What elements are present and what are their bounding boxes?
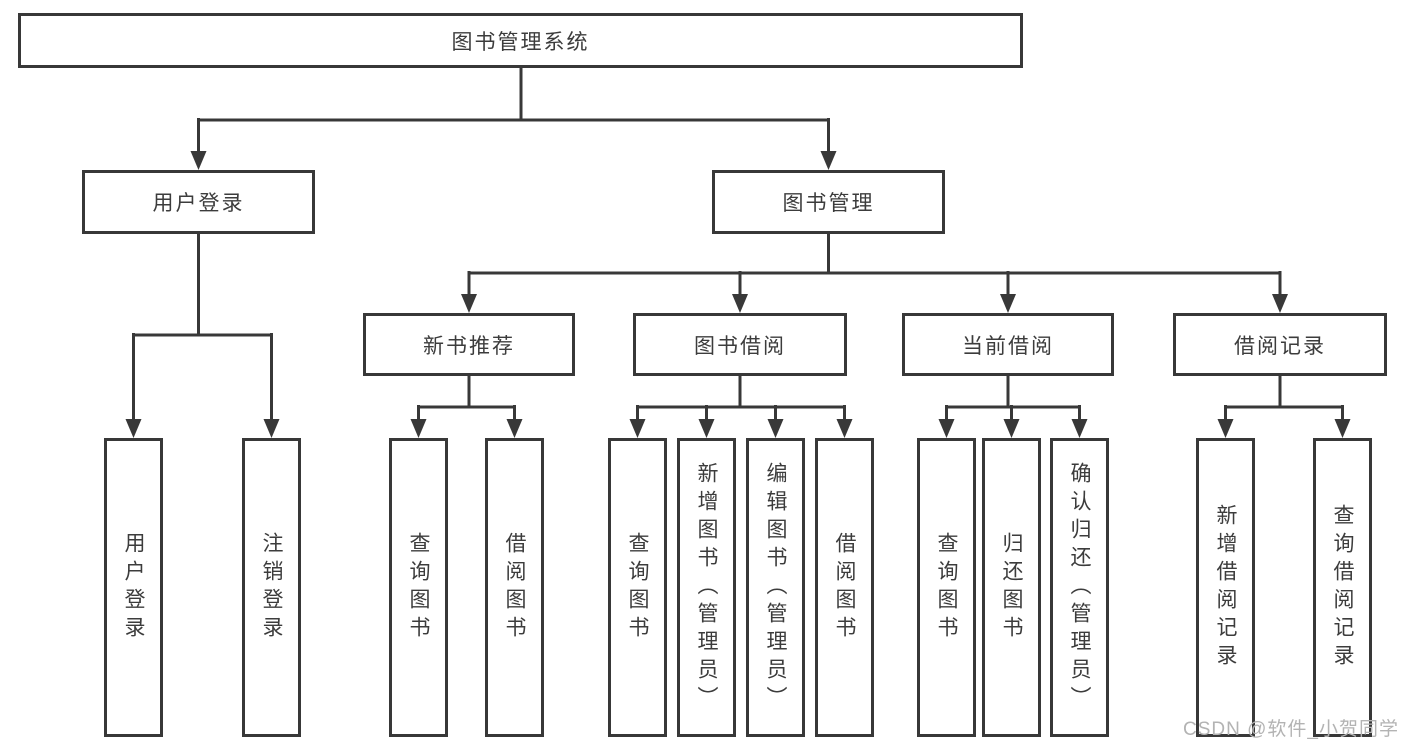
leaf-query-borrow-record-label: 查询借阅记录 <box>1331 503 1354 672</box>
leaf-return-books: 归还图书 <box>982 438 1041 737</box>
node-book-management: 图书管理 <box>712 170 945 234</box>
leaf-borrow-books-newrec-label: 借阅图书 <box>503 531 526 644</box>
node-book-management-label: 图书管理 <box>782 192 875 215</box>
leaf-query-books-current: 查询图书 <box>917 438 976 737</box>
leaf-borrow-books: 借阅图书 <box>815 438 874 737</box>
node-borrow-records: 借阅记录 <box>1173 313 1387 376</box>
node-current-borrow: 当前借阅 <box>902 313 1114 376</box>
leaf-logout: 注销登录 <box>242 438 301 737</box>
arrowheads <box>125 151 1351 438</box>
csdn-watermark: CSDN @软件_小贺同学 <box>1183 719 1399 740</box>
leaf-borrow-books-newrec: 借阅图书 <box>485 438 544 737</box>
leaf-user-login: 用户登录 <box>104 438 163 737</box>
node-borrow-records-label: 借阅记录 <box>1234 334 1326 358</box>
leaf-edit-books-admin-label: 编辑图书（管理员） <box>764 461 787 714</box>
leaf-add-borrow-record: 新增借阅记录 <box>1196 438 1255 737</box>
node-book-borrow: 图书借阅 <box>633 313 847 376</box>
node-new-book-recommend: 新书推荐 <box>363 313 575 376</box>
leaf-add-books-admin: 新增图书（管理员） <box>677 438 736 737</box>
node-book-borrow-label: 图书借阅 <box>694 334 786 358</box>
leaf-query-books-borrow-label: 查询图书 <box>626 531 649 644</box>
node-current-borrow-label: 当前借阅 <box>962 334 1054 358</box>
leaf-edit-books-admin: 编辑图书（管理员） <box>746 438 805 737</box>
leaf-query-books-newrec-label: 查询图书 <box>407 531 430 644</box>
node-new-book-recommend-label: 新书推荐 <box>423 334 515 358</box>
leaf-query-books-borrow: 查询图书 <box>608 438 667 737</box>
leaf-borrow-books-label: 借阅图书 <box>833 531 856 644</box>
leaf-user-login-label: 用户登录 <box>122 531 145 644</box>
leaf-add-books-admin-label: 新增图书（管理员） <box>695 461 718 714</box>
leaf-confirm-return-admin-label: 确认归还（管理员） <box>1068 461 1091 714</box>
leaf-query-books-current-label: 查询图书 <box>935 531 958 644</box>
node-user-login-label: 用户登录 <box>152 192 245 215</box>
leaf-logout-label: 注销登录 <box>260 531 283 644</box>
node-root-label: 图书管理系统 <box>451 30 590 54</box>
node-user-login: 用户登录 <box>82 170 315 234</box>
leaf-query-borrow-record: 查询借阅记录 <box>1313 438 1372 737</box>
leaf-return-books-label: 归还图书 <box>1000 531 1023 644</box>
node-root: 图书管理系统 <box>18 13 1023 68</box>
leaf-confirm-return-admin: 确认归还（管理员） <box>1050 438 1109 737</box>
leaf-add-borrow-record-label: 新增借阅记录 <box>1214 503 1237 672</box>
leaf-query-books-newrec: 查询图书 <box>389 438 448 737</box>
